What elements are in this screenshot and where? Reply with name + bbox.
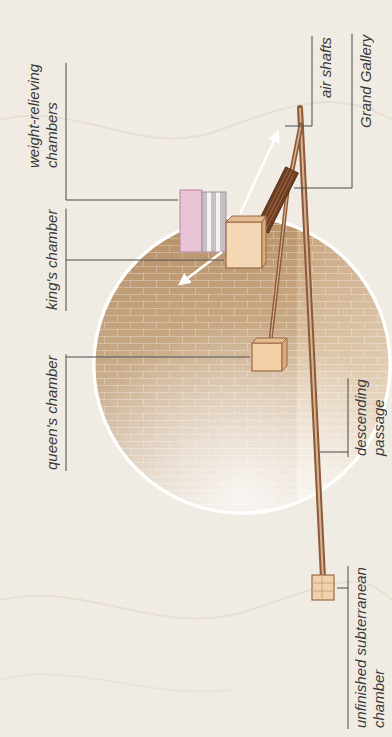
- part-label: queen's chamber: [43, 340, 61, 470]
- leader-line: [66, 260, 224, 261]
- leader-line: [337, 588, 348, 589]
- kings-chamber: [226, 216, 266, 268]
- subterranean-chamber: [312, 575, 334, 600]
- leader-line: [294, 188, 352, 189]
- relieving-chambers: [180, 190, 226, 252]
- ascending-passage: [292, 125, 301, 170]
- leader-line: [352, 34, 353, 188]
- leader-line: [285, 126, 312, 127]
- descending-passage: [300, 108, 323, 578]
- part-label: unfinished subterranean chamber: [352, 538, 388, 728]
- part-label: descending passage: [352, 366, 388, 456]
- leader-line: [66, 354, 67, 471]
- leader-line: [348, 566, 349, 729]
- part-label: Grand Gallery: [357, 8, 375, 128]
- queens-chamber: [252, 338, 287, 371]
- leader-line: [66, 63, 67, 200]
- leader-line: [312, 36, 313, 126]
- air-shaft-arrows: [180, 132, 278, 284]
- part-label: king's chamber: [43, 190, 61, 310]
- leader-line: [320, 452, 348, 453]
- part-label: air shafts: [317, 8, 335, 98]
- leader-line: [66, 200, 178, 201]
- part-label: weight-relieving chambers: [25, 38, 61, 168]
- leader-line: [348, 378, 349, 457]
- leader-line: [66, 357, 250, 358]
